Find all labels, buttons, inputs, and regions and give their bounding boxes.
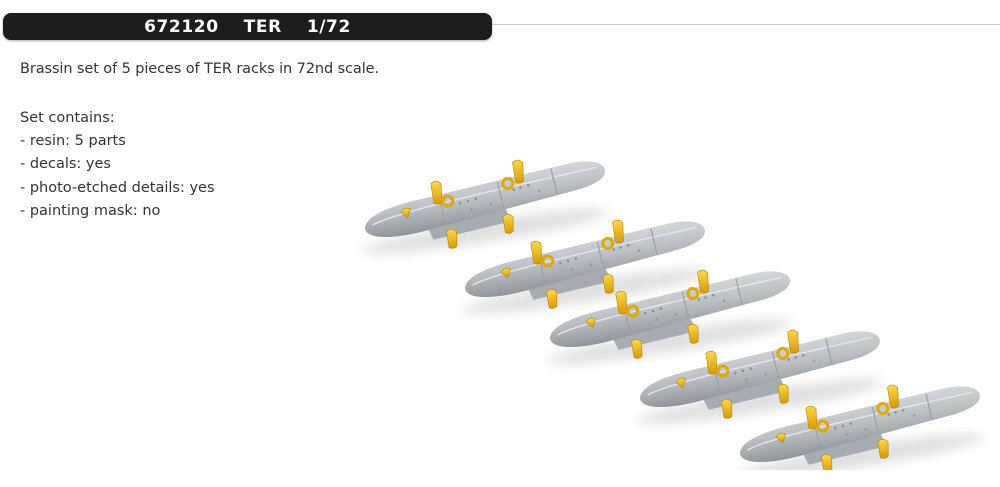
set-contents-heading: Set contains: — [20, 110, 115, 126]
product-title: 672120 TER 1/72 — [144, 16, 351, 37]
set-contents-item-decals: - decals: yes — [20, 156, 111, 173]
set-contents: Set contains: - resin: 5 parts - decals:… — [20, 107, 215, 223]
product-description: Brassin set of 5 pieces of TER racks in … — [20, 61, 379, 77]
header-rule — [480, 24, 1000, 25]
set-contents-item-resin: - resin: 5 parts — [20, 133, 126, 150]
set-contents-item-painting-mask: - painting mask: no — [20, 202, 161, 219]
product-header-bar: 672120 TER 1/72 — [3, 13, 492, 40]
ter-rack-1 — [351, 147, 613, 263]
ter-racks-render — [340, 130, 1000, 470]
set-contents-item-photo-etch: - photo-etched details: yes — [20, 179, 215, 196]
